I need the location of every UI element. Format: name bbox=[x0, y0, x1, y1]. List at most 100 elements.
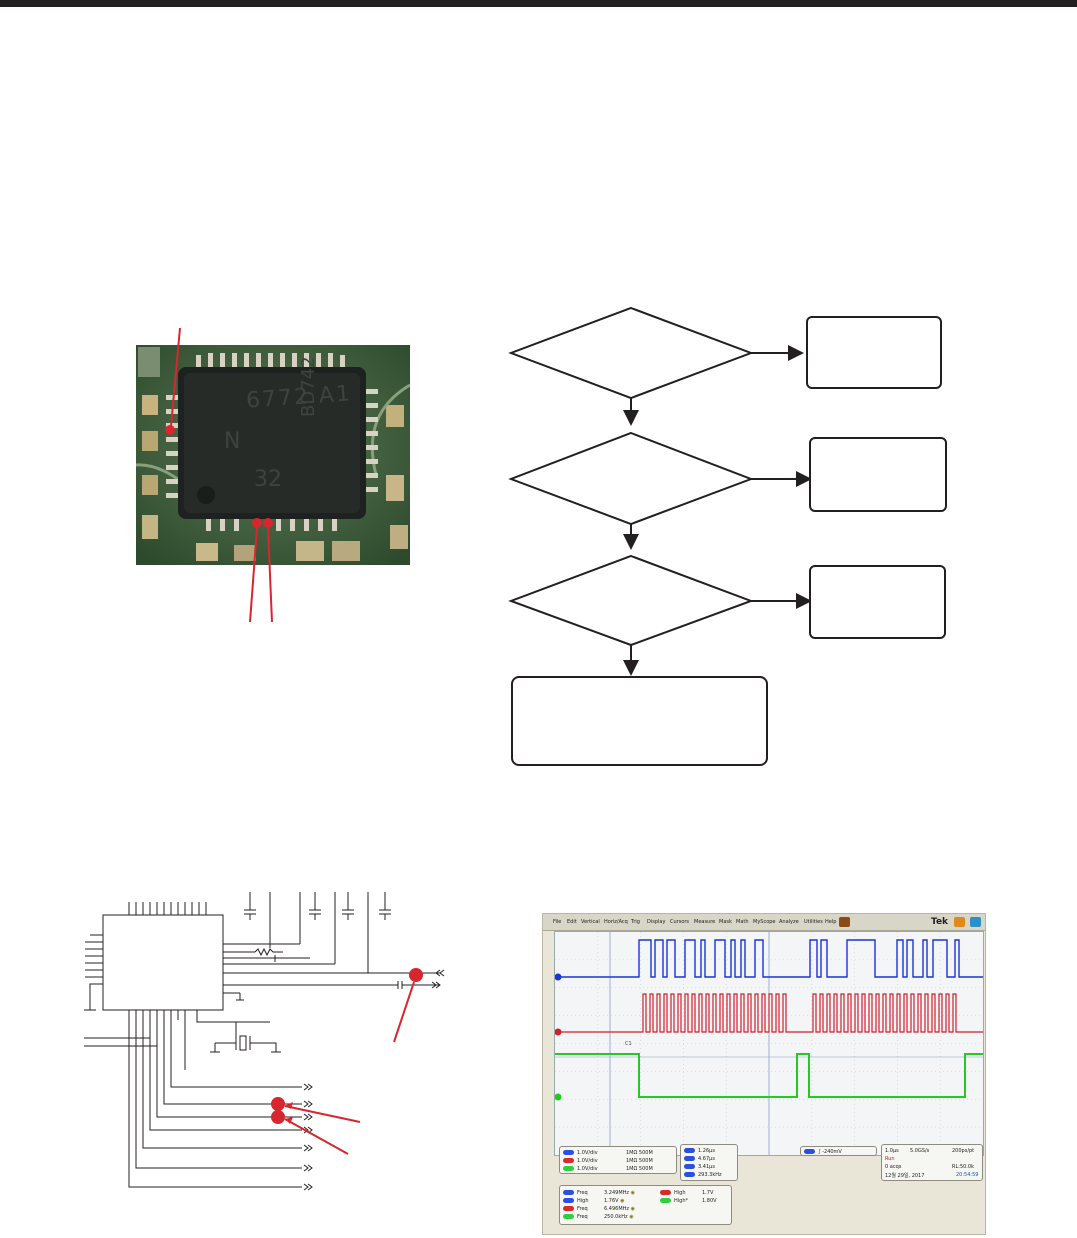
acq-date: 12월 29일, 2017 bbox=[885, 1173, 925, 1179]
scope-menu-bar: File Edit Vertical Horiz/Acq Trig Displa… bbox=[543, 914, 985, 931]
pcb-test-point-bottom-right bbox=[263, 518, 273, 623]
trigger-slope-icon: ∫ bbox=[818, 1149, 821, 1155]
resolution: 200ps/pt bbox=[952, 1148, 975, 1154]
close-icon[interactable] bbox=[970, 917, 981, 927]
measurements-panel: Freq 3.249MHz ◉ High 1.76V ◉ Freq 6.496M… bbox=[559, 1185, 732, 1225]
chip-marking-3: 32 bbox=[254, 467, 282, 492]
run-status: Run bbox=[885, 1156, 895, 1162]
meas-6-name: High* bbox=[674, 1198, 688, 1204]
decision-3 bbox=[508, 554, 754, 647]
meas-1-stat-icon: ◉ bbox=[630, 1190, 635, 1196]
trigger-level: -240mV bbox=[822, 1149, 842, 1155]
ch3-scale: 1.0V/div bbox=[577, 1166, 598, 1172]
meas-3-value: 6.496MHz bbox=[604, 1206, 630, 1212]
cursor-marker-label: C1 bbox=[625, 1041, 632, 1047]
meas-2-value: 1.76V bbox=[604, 1198, 619, 1204]
timebase-panel: 1.0µs 5.0GS/s 200ps/pt Run 0 acqs RL:50.… bbox=[881, 1144, 983, 1181]
help-icon[interactable] bbox=[839, 917, 850, 927]
record-length: RL:50.0k bbox=[952, 1164, 974, 1170]
sample-rate: 5.0GS/s bbox=[910, 1148, 930, 1154]
cursor-delta-value: 3.41µs bbox=[698, 1164, 715, 1170]
meas-1-name: Freq bbox=[577, 1190, 588, 1196]
ch2-bw: 500M bbox=[638, 1158, 653, 1164]
meas-5-name: High bbox=[674, 1190, 686, 1196]
menu-trig[interactable]: Trig bbox=[631, 919, 640, 925]
ch1-waveform bbox=[555, 939, 983, 978]
meas-3-name: Freq bbox=[577, 1206, 588, 1212]
final-box bbox=[511, 676, 768, 766]
ch1-bw: 500M bbox=[638, 1150, 653, 1156]
pcb-photo: 6772 A1 N 32 BD742 bbox=[135, 345, 411, 565]
ch1-scale: 1.0V/div bbox=[577, 1150, 598, 1156]
meas-5-value: 1.7V bbox=[702, 1190, 714, 1196]
schematic-test-point-rf bbox=[393, 968, 423, 1043]
result-box-3 bbox=[809, 565, 946, 639]
meas-4-stat-icon: ◉ bbox=[629, 1214, 634, 1220]
meas-4-value: 250.0kHz bbox=[604, 1214, 628, 1220]
ch2-waveform bbox=[555, 993, 983, 1033]
ch2-scale: 1.0V/div bbox=[577, 1158, 598, 1164]
ch2-impedance: 1MΩ bbox=[626, 1158, 638, 1164]
cursor-2-value: 4.67µs bbox=[698, 1156, 715, 1162]
connector-arrows bbox=[303, 969, 445, 1191]
menu-analyze[interactable]: Analyze bbox=[779, 919, 799, 925]
meas-1-value: 3.249MHz bbox=[604, 1190, 630, 1196]
ic-body bbox=[102, 914, 224, 1011]
flowchart bbox=[508, 306, 812, 676]
menu-measure[interactable]: Measure bbox=[694, 919, 716, 925]
chip-marking-2: N bbox=[224, 429, 241, 454]
meas-2-name: High bbox=[577, 1198, 589, 1204]
brand-label: Tek bbox=[931, 917, 949, 927]
ch1-impedance: 1MΩ bbox=[626, 1150, 638, 1156]
decision-2 bbox=[508, 431, 754, 526]
result-box-2 bbox=[809, 437, 947, 512]
menu-myscope[interactable]: MyScope bbox=[753, 919, 776, 925]
bottom-signals bbox=[84, 1010, 302, 1188]
schematic-test-point-1 bbox=[271, 1097, 361, 1123]
top-decoupling-caps bbox=[244, 892, 391, 973]
menu-mask[interactable]: Mask bbox=[719, 919, 732, 925]
menu-horiz-acq[interactable]: Horiz/Acq bbox=[604, 919, 628, 925]
trigger-panel: ∫ -240mV bbox=[800, 1146, 877, 1156]
waveform-display: C1 bbox=[554, 931, 984, 1156]
pcb-test-point-top bbox=[165, 327, 181, 435]
left-pins bbox=[84, 934, 103, 1011]
top-pins bbox=[128, 902, 207, 915]
cursor-freq-value: 293.3kHz bbox=[698, 1172, 722, 1178]
menu-math[interactable]: Math bbox=[736, 919, 749, 925]
meas-6-value: 1.80V bbox=[702, 1198, 717, 1204]
header-bar bbox=[0, 0, 1077, 7]
menu-cursors[interactable]: Cursors bbox=[670, 919, 690, 925]
timebase-scale: 1.0µs bbox=[885, 1148, 899, 1154]
pcb-photo-graphic bbox=[135, 345, 411, 565]
acq-time: 20:54:59 bbox=[956, 1172, 979, 1178]
ch3-marker bbox=[554, 1093, 562, 1101]
crystal bbox=[196, 1010, 281, 1053]
menu-help[interactable]: Help bbox=[825, 919, 837, 925]
channel-settings-panel: 1.0V/div 1MΩ 500M 1.0V/div 1MΩ 500M 1.0V… bbox=[559, 1146, 677, 1174]
ch3-impedance: 1MΩ bbox=[626, 1166, 638, 1172]
schematic-test-point-2 bbox=[271, 1110, 349, 1155]
menu-file[interactable]: File bbox=[553, 919, 562, 925]
decision-1 bbox=[508, 306, 754, 400]
menu-utilities[interactable]: Utilities bbox=[804, 919, 823, 925]
ch3-waveform bbox=[555, 1053, 983, 1098]
oscilloscope-screenshot: File Edit Vertical Horiz/Acq Trig Displa… bbox=[542, 913, 986, 1235]
acquisition-count: 0 acqs bbox=[885, 1164, 902, 1170]
pcb-test-point-bottom-left bbox=[249, 518, 262, 623]
menu-edit[interactable]: Edit bbox=[567, 919, 577, 925]
ch3-bw: 500M bbox=[638, 1166, 653, 1172]
meas-2-stat-icon: ◉ bbox=[620, 1198, 625, 1204]
menu-vertical[interactable]: Vertical bbox=[581, 919, 600, 925]
minimize-icon[interactable] bbox=[954, 917, 965, 927]
result-box-1 bbox=[806, 316, 942, 389]
menu-display[interactable]: Display bbox=[647, 919, 666, 925]
cursor-1-value: 1.26µs bbox=[698, 1148, 715, 1154]
meas-4-name: Freq bbox=[577, 1214, 588, 1220]
cursor-readout-panel: 1.26µs 4.67µs 3.41µs 293.3kHz bbox=[680, 1144, 738, 1181]
ch2-marker bbox=[554, 1028, 562, 1036]
waveform-graphic: C1 bbox=[554, 932, 983, 1155]
meas-3-stat-icon: ◉ bbox=[630, 1206, 635, 1212]
schematic bbox=[84, 892, 445, 1191]
